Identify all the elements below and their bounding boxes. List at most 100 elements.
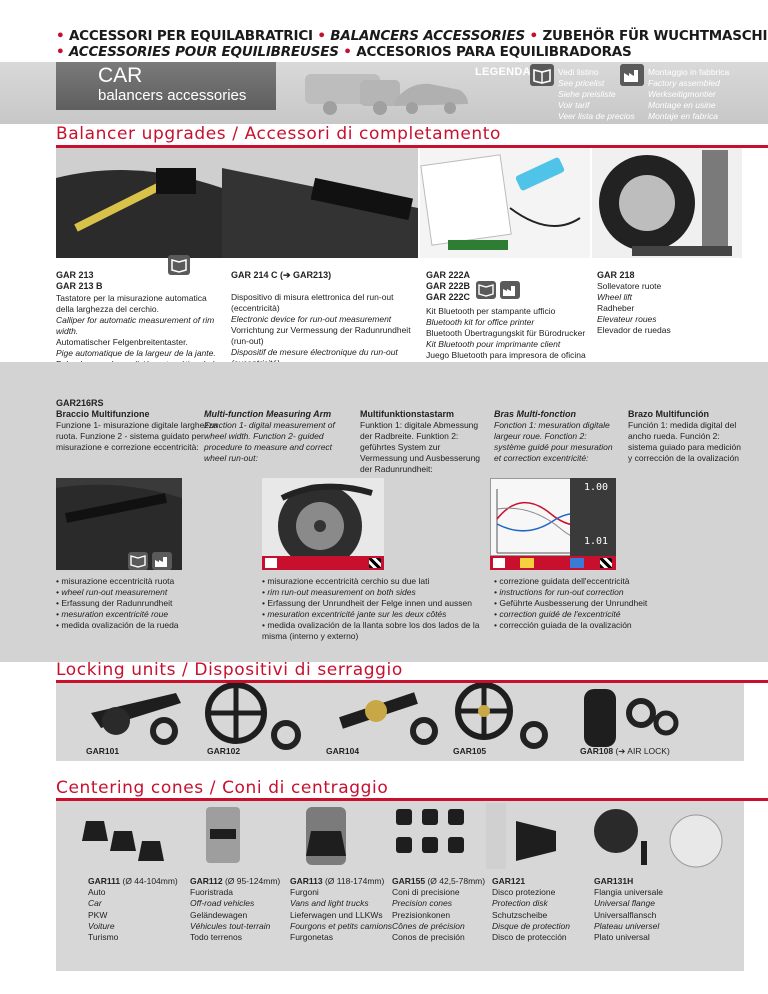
column-title: Braccio Multifunzione <box>56 409 150 419</box>
cone-line: Disco protezione <box>492 887 556 898</box>
code-line: GAR 222B <box>426 281 471 291</box>
checkered-flag-icon <box>369 558 381 568</box>
book-icon <box>476 281 496 299</box>
description-line: Sollevatore ruote <box>597 281 662 291</box>
section-title-locking: Locking units / Dispositivi di serraggio <box>56 660 403 680</box>
description-line: Bluetooth kit for office printer <box>426 317 535 327</box>
cone-code: GAR121 <box>492 876 526 886</box>
header-text: ZUBEHÖR FÜR WUCHTMASCHINE <box>542 28 768 44</box>
cone-line: Flangia universale <box>594 887 663 898</box>
check-icon <box>520 558 534 568</box>
category-title: CAR <box>98 64 143 87</box>
column-text: Función 1: medida digital del ancho rued… <box>628 420 741 463</box>
cone-line: Véhicules tout-terrain <box>190 920 271 931</box>
cone-line: Lieferwagen und LLKWs <box>290 909 383 920</box>
cone-header: GAR112 (Ø 95-124mm) <box>190 876 290 887</box>
description-line: Kit Bluetooth per stampante ufficio <box>426 306 556 316</box>
cone-line: Plato universal <box>594 932 650 943</box>
column-text: Funzione 1- misurazione digitale larghez… <box>56 420 218 452</box>
header-text: ACCESORIOS PARA EQUILIBRADORAS <box>356 44 632 60</box>
readout-value-1: 1.00 <box>584 482 609 493</box>
cone-line: Conos de precisión <box>392 932 465 943</box>
header-line-2: • ACCESSORIES POUR EQUILIBREUSES • ACCES… <box>56 44 632 60</box>
cone-line: Universal flange <box>594 898 655 909</box>
category-subtitle: balancers accessories <box>98 87 247 104</box>
bullet-item: misurazione eccentricità ruota <box>56 576 246 587</box>
warning-icon <box>493 558 505 568</box>
section-title-centering: Centering cones / Coni di centraggio <box>56 778 389 798</box>
gar218-image <box>592 148 742 258</box>
cone-range: (Ø 118-174mm) <box>322 876 385 886</box>
legend-label: LEGENDA: <box>475 66 535 78</box>
cone-line: Vans and light trucks <box>290 898 369 909</box>
bullet: • <box>529 28 543 44</box>
cone-header: GAR131H <box>594 876 694 887</box>
locking-units-images <box>91 682 679 750</box>
code-line: GAR 218 <box>597 270 635 280</box>
cone-line: Disco de protección <box>492 932 567 943</box>
runout-readout-panel: 1.00 1.01 <box>570 478 616 556</box>
description-line: Automatischer Felgenbreitentaster. <box>56 337 188 347</box>
locking-units-box <box>56 682 744 761</box>
legend-line: Factory assembled <box>648 78 720 88</box>
bullet-item: Erfassung der Unrundheit der Felge innen… <box>262 598 482 609</box>
column-title: Brazo Multifunción <box>628 409 709 419</box>
cone-line: Cônes de précision <box>392 920 465 931</box>
cone-line: PKW <box>88 909 108 920</box>
legend-line: See pricelist <box>558 78 605 88</box>
code-line: GAR 222A <box>426 270 471 280</box>
section-rule <box>56 145 768 148</box>
bullet-item: rim run-out measurement on both sides <box>262 587 482 598</box>
legend-line: Siehe preisliste <box>558 89 616 99</box>
cone-header: GAR121 <box>492 876 592 887</box>
header-line-1: • ACCESSORI PER EQUILABRATRICI • BALANCE… <box>56 28 768 44</box>
cone-header: GAR113 (Ø 118-174mm) <box>290 876 394 887</box>
column-title: Multifunktionstastarm <box>360 409 455 419</box>
cone-range: (Ø 95-124mm) <box>222 876 281 886</box>
bullet: • <box>56 28 69 44</box>
cone-line: Geländewagen <box>190 909 248 920</box>
header-text: ACCESSORIES POUR EQUILIBREUSES <box>68 44 344 60</box>
gar214c-image <box>222 148 418 258</box>
column-text: Fonction 1: mesuration digitale largeur … <box>494 420 613 463</box>
cone-line: Turismo <box>88 932 119 943</box>
column-text: Funktion 1: digitale Abmessung der Radbr… <box>360 420 481 474</box>
cone-line: Prezisionkonen <box>392 909 451 920</box>
header-text: BALANCERS ACCESSORIES <box>330 28 530 44</box>
legend-line: Montage en usine <box>648 100 716 110</box>
bullet-item: medida ovalización de la llanta sobre lo… <box>262 620 482 642</box>
book-icon <box>128 552 148 570</box>
bullet-item: correzione guidata dell'eccentricità <box>494 576 724 587</box>
locking-code: GAR105 <box>453 746 487 756</box>
description-line: Elevador de ruedas <box>597 325 671 335</box>
cone-line: Car <box>88 898 102 909</box>
column-text: Function 1- digital measurement of wheel… <box>204 420 335 463</box>
locking-note: (➔ AIR LOCK) <box>613 746 670 756</box>
description-line: Dispositivo di misura elettronica del ru… <box>231 292 394 313</box>
checkered-flag-icon <box>600 558 612 568</box>
centering-cones-box <box>56 801 744 971</box>
cone-line: Voiture <box>88 920 115 931</box>
description-line: Bluetooth Übertragungskit für Bürodrucke… <box>426 328 586 338</box>
code-line: GAR 213 B <box>56 281 103 291</box>
cone-line: Off-road vehicles <box>190 898 255 909</box>
column-title: Multi-function Measuring Arm <box>204 409 332 419</box>
cone-line: Todo terrenos <box>190 932 242 943</box>
screen-button-bar <box>490 556 616 570</box>
cone-code: GAR111 <box>88 876 121 886</box>
legend-line: Vedi listino <box>558 67 599 77</box>
factory-icon <box>152 552 172 570</box>
cone-header: GAR155 (Ø 42,5-78mm) <box>392 876 492 887</box>
cone-line: Plateau universel <box>594 920 660 931</box>
bullet: • <box>317 28 331 44</box>
description-line: Wheel lift <box>597 292 632 302</box>
gar216rs-arm-image <box>56 478 182 570</box>
cone-code: GAR131H <box>594 876 634 886</box>
bullet-item: corrección guiada de la ovalización <box>494 620 724 631</box>
